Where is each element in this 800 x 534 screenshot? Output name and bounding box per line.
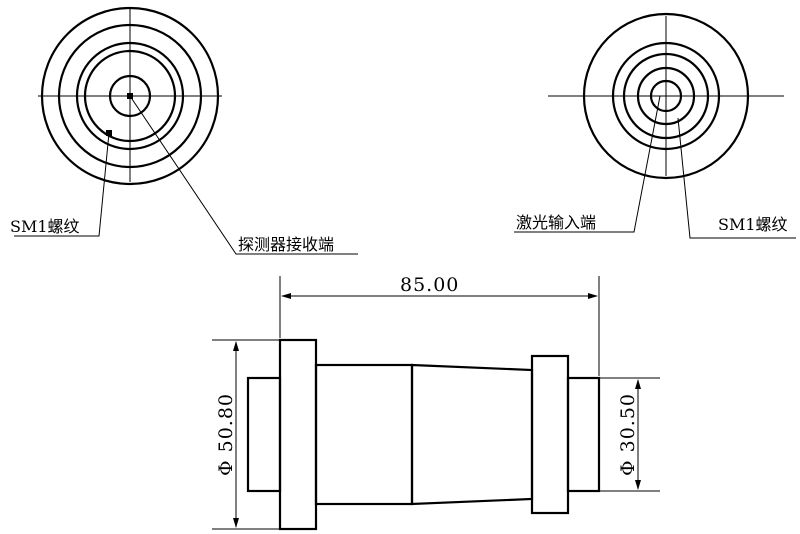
length-value: 85.00 [400,274,459,296]
right-flange [530,354,570,515]
left-end-view [38,6,222,186]
left-nose [246,376,282,493]
laser-input-leader [514,95,661,233]
laser-input-label: 激光输入端 [516,213,596,232]
side-view [246,338,601,531]
left-flange [278,338,318,531]
detector-leader [129,95,358,255]
left-diameter-value: Φ 50.80 [215,393,237,476]
left-thread-label: SM1螺纹 [10,217,80,236]
right-thread-leader [677,117,796,239]
cylinder-body [314,363,414,506]
length-dimension: 85.00 [279,274,600,376]
right-nose [566,376,601,493]
right-diameter-dimension: Φ 30.50 [599,377,660,492]
right-diameter-value: Φ 30.50 [617,393,639,476]
right-thread-label: SM1螺纹 [718,215,788,234]
detector-label: 探测器接收端 [238,235,334,254]
right-end-view [548,12,784,180]
left-thread-leader [14,132,110,237]
tapered-body [410,363,534,506]
left-diameter-dimension: Φ 50.80 [212,339,280,530]
